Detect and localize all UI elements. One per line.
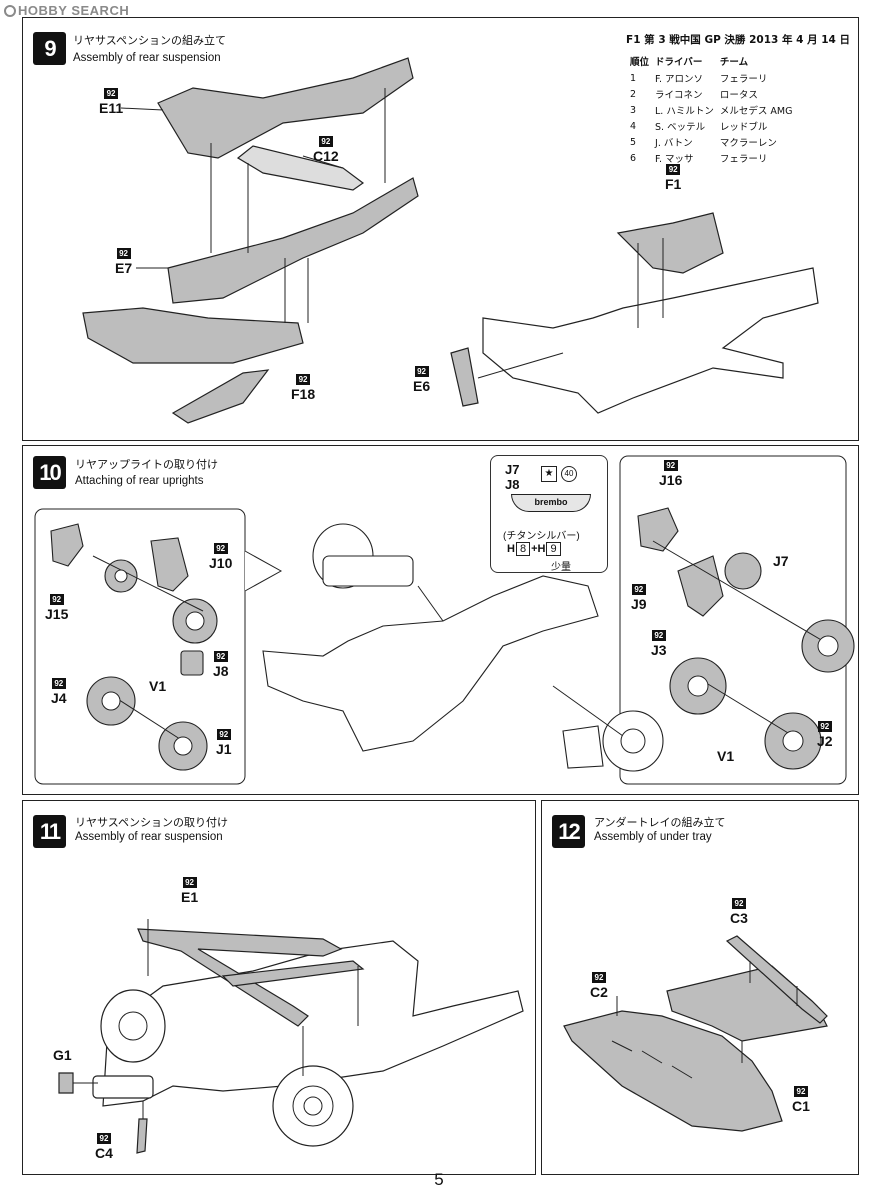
- step-10-number: 10: [33, 456, 66, 489]
- step-9-number: 9: [33, 32, 66, 65]
- step-11-illustration: [58, 919, 524, 1154]
- step-12-title-en: Assembly of under tray: [594, 831, 712, 843]
- step-12-number: 12: [552, 815, 585, 848]
- part-label-G1: G1: [53, 1047, 72, 1063]
- step-10-title-en: Attaching of rear uprights: [75, 475, 204, 487]
- step-9-title-jp: リヤサスペンションの組み立て: [73, 34, 227, 47]
- step-9-panel: 9 リヤサスペンションの組み立て Assembly of rear suspen…: [22, 17, 859, 441]
- watermark-logo-icon: [4, 5, 16, 17]
- step-9-title-en: Assembly of rear suspension: [73, 52, 221, 64]
- step-11-panel: 11 リヤサスペンションの取り付け Assembly of rear suspe…: [22, 800, 536, 1175]
- race-results-title: F1 第 3 戦中国 GP 決勝 2013 年 4 月 14 日: [626, 34, 850, 46]
- paint-amount: 少量: [551, 562, 571, 573]
- step-10-illustration: [34, 455, 855, 785]
- step-10-title-jp: リヤアップライトの取り付け: [75, 458, 218, 471]
- paint-part-labels: J7 J8: [505, 462, 520, 492]
- part-label-J7-right: J7: [773, 553, 789, 569]
- page-number: 5: [434, 1170, 444, 1189]
- table-header-row: 順位 ドライバー チーム: [630, 57, 749, 68]
- step-12-illustration: [563, 935, 828, 1132]
- race-results: F1 第 3 戦中国 GP 決勝 2013 年 4 月 14 日 順位 ドライバ…: [600, 32, 850, 166]
- step-11-title-en: Assembly of rear suspension: [75, 831, 223, 843]
- step-11-title-jp: リヤサスペンションの取り付け: [75, 816, 229, 829]
- brake-caliper-decal: brembo: [511, 494, 591, 512]
- watermark: HOBBY SEARCH: [4, 3, 129, 18]
- part-label-V1-left: V1: [149, 678, 167, 694]
- step-11-number: 11: [33, 815, 66, 848]
- decal-number-badge: 40: [561, 466, 577, 482]
- part-label-V1-right: V1: [717, 748, 735, 764]
- step-12-title-jp: アンダートレイの組み立て: [594, 816, 726, 829]
- step-10-panel: 10 リヤアップライトの取り付け Attaching of rear uprig…: [22, 445, 859, 795]
- step-9-illustration: [82, 57, 819, 424]
- paint-name: (チタンシルバー): [503, 531, 580, 542]
- step-12-panel: 12 アンダートレイの組み立て Assembly of under tray 9…: [541, 800, 859, 1175]
- star-decal-icon: ★: [541, 466, 557, 482]
